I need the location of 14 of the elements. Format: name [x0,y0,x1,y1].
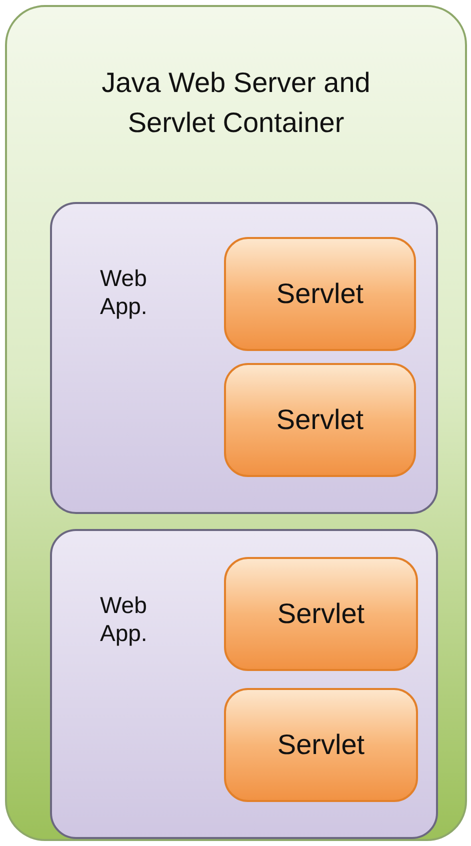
web-app-label: Web App. [100,591,148,647]
servlet-label: Servlet [277,729,365,761]
web-app-box [50,202,438,514]
servlet-label: Servlet [276,278,364,310]
container-title: Java Web Server and Servlet Container [100,66,372,140]
servlet-box [224,363,416,477]
web-app-label: Web App. [100,264,148,320]
servlet-label: Servlet [277,598,365,630]
servlet-box [224,557,418,671]
web-app-box [50,529,438,839]
servlet-box [224,688,418,802]
servlet-label: Servlet [276,404,364,436]
server-container [5,5,467,841]
servlet-box [224,237,416,351]
